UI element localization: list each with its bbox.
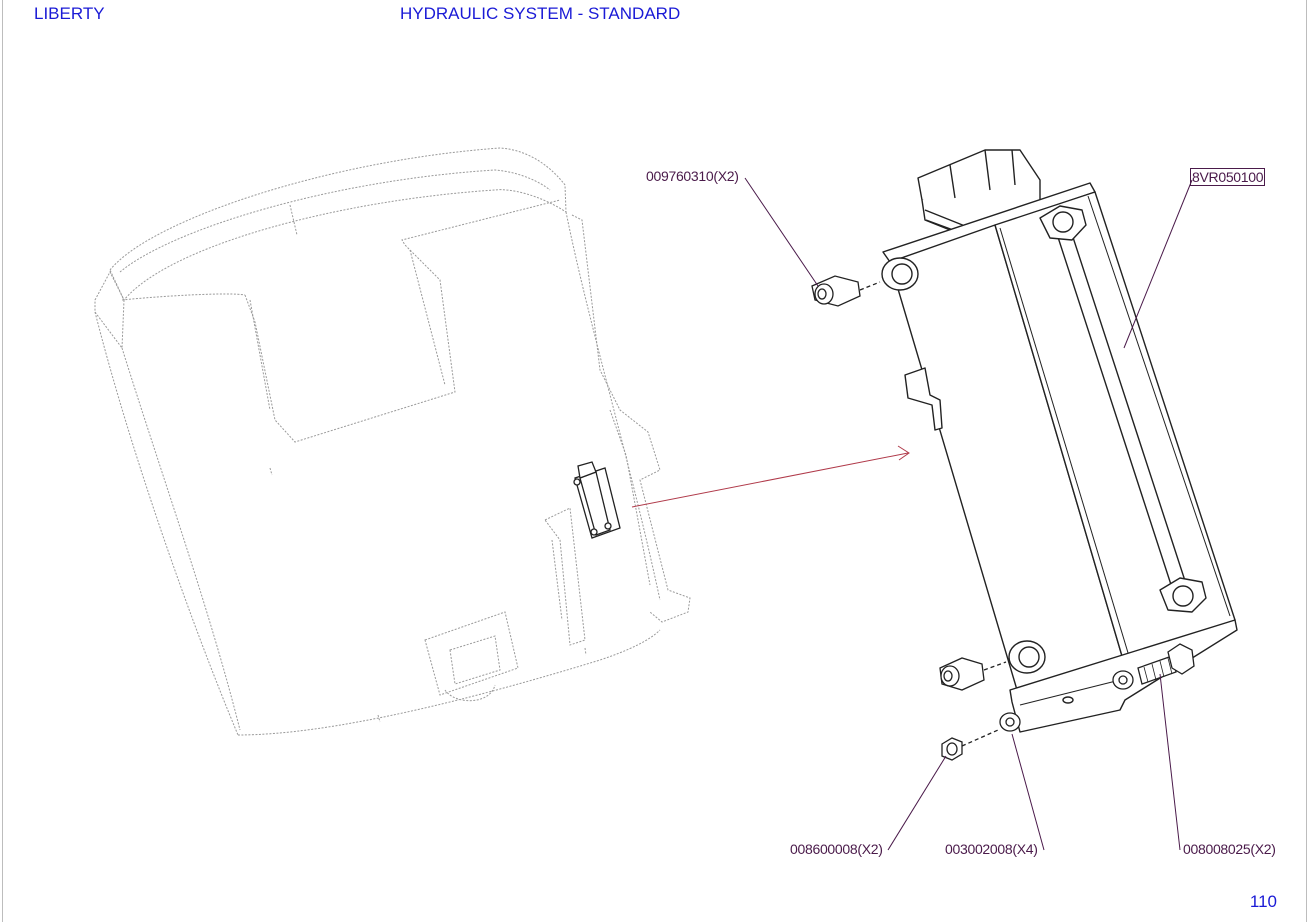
- brand-title: LIBERTY: [34, 4, 105, 23]
- page-border-left: [2, 0, 3, 922]
- callout-bolt-008008025: 008008025(X2): [1183, 841, 1276, 857]
- leader-nut: [887, 755, 947, 851]
- location-arrow: [631, 445, 910, 508]
- callout-nut-008600008: 008600008(X2): [790, 841, 883, 857]
- leader-fitting: [744, 177, 819, 287]
- section-title: HYDRAULIC SYSTEM - STANDARD: [400, 4, 681, 23]
- callout-tank-assembly-8VR050100: 8VR050100: [1190, 168, 1266, 186]
- leader-bolt: [1159, 673, 1181, 851]
- hardware-parts: [811, 275, 1195, 761]
- machine-body-outline: [94, 147, 691, 736]
- leader-washer: [1011, 733, 1045, 851]
- callout-fitting-009760310: 009760310(X2): [646, 168, 739, 184]
- callout-leader-lines: [744, 177, 1193, 851]
- leader-tank: [1123, 179, 1193, 349]
- page-number: 110: [1249, 892, 1277, 911]
- callout-washer-003002008: 003002008(X4): [945, 841, 1038, 857]
- page-border-right: [1306, 0, 1307, 922]
- hydraulic-tank: [881, 149, 1238, 733]
- body-mounted-filter: [573, 461, 621, 539]
